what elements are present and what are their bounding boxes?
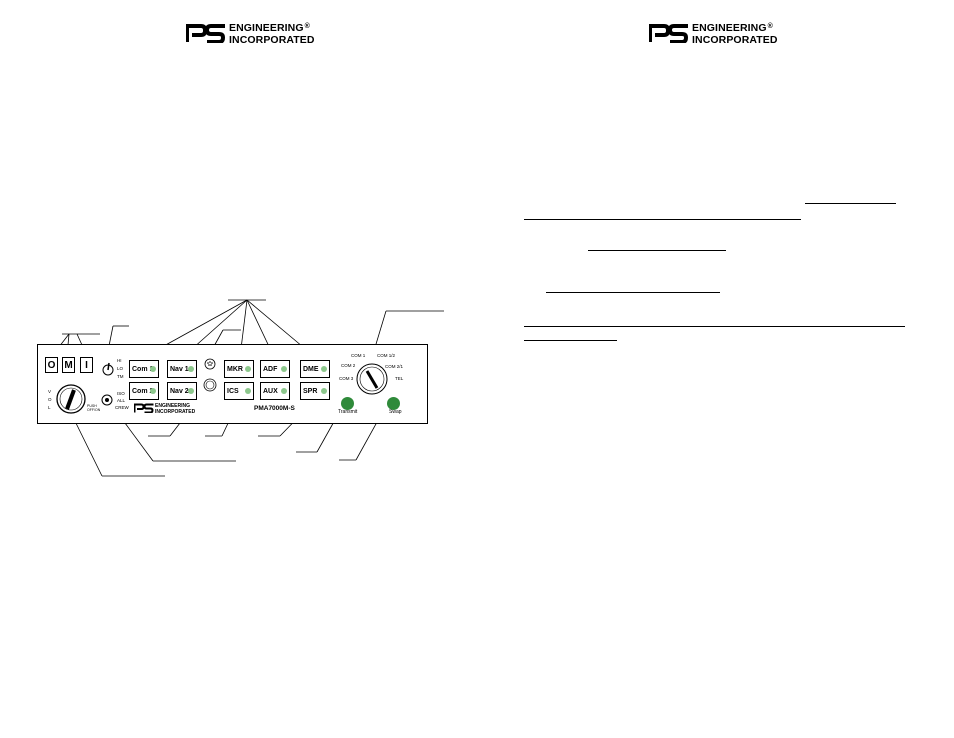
audio-button-ics: ICS xyxy=(224,382,254,400)
selector-tel: TEL xyxy=(395,376,404,381)
ps-logo-mark-icon xyxy=(649,24,689,43)
panel-logo-line1: ENGINEERING xyxy=(155,403,191,409)
speaker-grille-icon xyxy=(204,358,216,370)
selector-com12: COM 1/2 xyxy=(377,353,396,358)
led-indicator xyxy=(321,366,327,372)
swap-label: Swap xyxy=(389,409,402,415)
registered-mark: ® xyxy=(767,23,773,30)
transmit-button xyxy=(341,397,354,410)
led-indicator xyxy=(245,366,251,372)
panel-logo-line2: INCORPORATED xyxy=(155,409,196,415)
vol-letter-o: O xyxy=(48,397,52,402)
selector-com1: COM 1 xyxy=(351,353,366,358)
led-indicator xyxy=(321,388,327,394)
swap-button xyxy=(387,397,400,410)
logo-line1: ENGINEERING xyxy=(692,22,767,34)
vol-letter-v: V xyxy=(48,389,52,394)
audio-button-com1: Com 1 xyxy=(129,360,159,378)
vol-letter-l: L xyxy=(48,405,51,410)
iso-label-crew: CREW xyxy=(115,405,129,410)
omi-button-o: O xyxy=(45,357,58,373)
mode-label-lo: LO xyxy=(117,366,124,371)
iso-label-all: ALL xyxy=(117,398,126,403)
underline-3 xyxy=(546,292,720,293)
left-company-logo: ENGINEERING® INCORPORATED xyxy=(186,23,315,46)
audio-button-spr: SPR xyxy=(300,382,330,400)
underline-1a xyxy=(805,203,896,204)
selector-com2: COM 2 xyxy=(341,363,356,368)
led-indicator xyxy=(281,366,287,372)
mode-toggle-switch-icon xyxy=(102,362,114,376)
push-off-on-label: PUSH OFF/ON xyxy=(87,404,101,412)
selector-com21: COM 2/1 xyxy=(385,364,404,369)
led-indicator xyxy=(150,366,156,372)
mode-label-hi: HI xyxy=(117,358,122,363)
ps-logo-mark-icon xyxy=(186,24,226,43)
audio-button-com2: Com 2 xyxy=(129,382,159,400)
selector-knob-icon xyxy=(356,363,388,395)
audio-button-dme: DME xyxy=(300,360,330,378)
audio-button-nav2: Nav 2 xyxy=(167,382,197,400)
underline-4b xyxy=(524,340,617,341)
registered-mark: ® xyxy=(304,23,310,30)
mode-label-tm: TM xyxy=(117,374,124,379)
model-label: PMA7000M-S xyxy=(254,405,295,412)
underline-4a xyxy=(524,326,905,327)
photocell-icon xyxy=(203,378,217,392)
right-company-logo: ENGINEERING® INCORPORATED xyxy=(649,23,778,46)
audio-button-mkr: MKR xyxy=(224,360,254,378)
panel-company-logo: ENGINEERING INCORPORATED xyxy=(134,403,195,415)
led-indicator xyxy=(281,388,287,394)
led-indicator xyxy=(188,388,194,394)
logo-line2: INCORPORATED xyxy=(229,34,315,46)
led-indicator xyxy=(245,388,251,394)
ps-logo-mark-icon xyxy=(134,403,154,413)
audio-button-aux: AUX xyxy=(260,382,290,400)
transmit-label: Transmit xyxy=(338,409,358,415)
underline-1b xyxy=(524,219,801,220)
audio-button-nav1: Nav 1 xyxy=(167,360,197,378)
logo-line1: ENGINEERING xyxy=(229,22,304,34)
omi-button-m: M xyxy=(62,357,75,373)
led-indicator xyxy=(150,388,156,394)
led-indicator xyxy=(188,366,194,372)
intercom-isolation-switch-icon xyxy=(101,394,113,406)
omi-button-i: I xyxy=(80,357,93,373)
underline-2 xyxy=(588,250,726,251)
audio-button-adf: ADF xyxy=(260,360,290,378)
audio-panel-figure: O M I V O L HI LO TM ISO ALL CREW PUSH O… xyxy=(37,344,428,424)
iso-label-iso: ISO xyxy=(117,391,125,396)
volume-knob-icon xyxy=(56,384,86,414)
logo-line2: INCORPORATED xyxy=(692,34,778,46)
selector-com3: COM 3 xyxy=(339,376,354,381)
